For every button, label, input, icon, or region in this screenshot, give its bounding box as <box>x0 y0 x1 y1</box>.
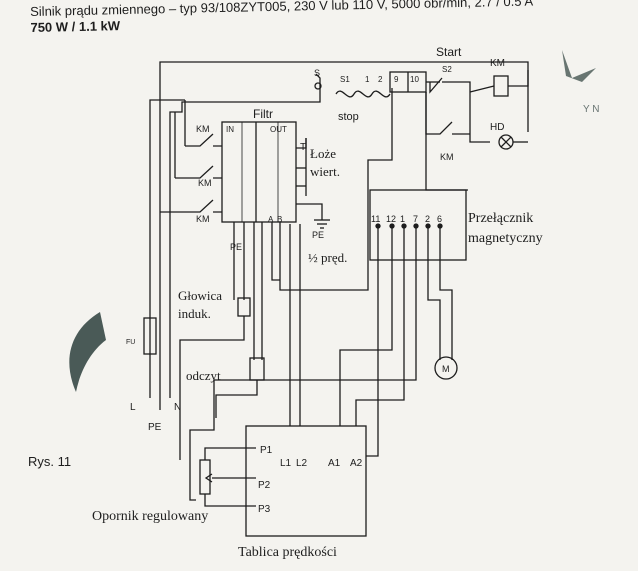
label-l1: L1 <box>280 458 292 469</box>
switch-contact-icon <box>175 165 222 179</box>
label-t1: 1 <box>400 214 405 224</box>
label-hd: HD <box>490 122 504 133</box>
wire <box>204 494 256 507</box>
label-t: T <box>300 142 306 153</box>
wire <box>355 224 405 418</box>
label-tablica: Tablica prędkości <box>238 545 337 560</box>
potentiometer-icon <box>199 459 218 495</box>
label-fu: FU <box>126 339 135 346</box>
stop-switch-coil-icon <box>335 90 391 98</box>
glowica-box <box>237 297 251 317</box>
wire <box>425 92 468 191</box>
line-PE <box>159 61 529 410</box>
lamp-icon <box>498 134 514 150</box>
odczyt-box <box>249 357 265 381</box>
label-p1: P1 <box>260 445 273 456</box>
label-km-1: KM <box>196 124 210 134</box>
label-in: IN <box>226 125 234 134</box>
wire <box>469 92 490 143</box>
wire <box>214 224 417 381</box>
switch-contact-icon <box>425 92 470 135</box>
terminal <box>314 82 322 90</box>
wire <box>279 88 393 291</box>
corner-logo-icon <box>562 50 596 82</box>
label-n10: 10 <box>410 75 419 84</box>
label-glowica-2: induk. <box>178 306 211 321</box>
switch-contact-icon <box>315 73 321 92</box>
label-t11: 11 <box>371 214 380 224</box>
magnetic-switch-box <box>369 189 467 261</box>
label-s: S <box>314 68 320 78</box>
label-s1: S1 <box>340 75 350 84</box>
wire <box>442 81 471 92</box>
label-a2: A2 <box>350 458 363 469</box>
corner-logo-text: Y N <box>583 104 600 115</box>
label-n9: 9 <box>394 75 399 84</box>
coil-icon <box>493 75 509 97</box>
fuse-icon <box>143 317 157 355</box>
terminal-dots <box>375 223 443 229</box>
label-l: L <box>130 402 136 413</box>
label-p2: P2 <box>258 480 271 491</box>
wire <box>427 224 441 360</box>
label-out: OUT <box>270 125 287 134</box>
label-half-speed: ½ pręd. <box>308 250 347 265</box>
wire <box>366 224 379 457</box>
label-pe-main: PE <box>148 422 162 433</box>
label-pe-filter: PE <box>230 242 242 252</box>
label-stop: stop <box>338 111 359 123</box>
wire <box>271 222 280 281</box>
label-filtr: Filtr <box>253 107 273 121</box>
switch-contact-icon <box>429 77 443 94</box>
label-n: N <box>174 402 181 413</box>
label-s2: S2 <box>442 65 452 74</box>
switch-contact-icon <box>185 133 222 147</box>
wire <box>296 203 323 220</box>
label-n2: 2 <box>378 75 383 84</box>
label-motor: M <box>442 364 450 374</box>
label-pe-ground: PE <box>312 230 324 240</box>
wire <box>469 70 529 93</box>
label-t12: 12 <box>386 214 396 224</box>
label-wiert: wiert. <box>310 164 340 179</box>
wire <box>189 380 215 501</box>
label-km-3: KM <box>196 214 210 224</box>
label-b: B <box>277 215 282 224</box>
filter-box <box>221 121 297 223</box>
label-n1: 1 <box>365 75 370 84</box>
wire <box>204 447 256 460</box>
label-p3: P3 <box>258 504 271 515</box>
label-km-2: KM <box>198 178 212 188</box>
label-km-contact: KM <box>440 152 454 162</box>
label-przelacznik-2: magnetyczny <box>468 231 543 246</box>
label-loze: Łoże <box>310 146 336 161</box>
switch-contact-icon <box>160 199 222 213</box>
wire <box>179 316 245 460</box>
label-km-coil: KM <box>490 58 505 69</box>
label-l2: L2 <box>296 458 308 469</box>
label-opornik: Opornik regulowany <box>92 509 208 524</box>
wire <box>439 224 453 360</box>
logo-mark-icon <box>69 312 106 392</box>
label-start: Start <box>436 45 462 59</box>
line-N <box>169 92 321 398</box>
label-t2: 2 <box>425 214 430 224</box>
label-a: A <box>268 215 274 224</box>
figure-label: Rys. 11 <box>28 454 71 469</box>
motor-icon <box>434 356 458 380</box>
label-przelacznik-1: Przełącznik <box>468 211 533 226</box>
label-glowica-1: Głowica <box>178 288 222 303</box>
label-odczyt: odczyt <box>186 368 221 383</box>
label-t7: 7 <box>413 214 418 224</box>
speed-table-box <box>245 425 367 537</box>
ground-icon <box>314 219 330 229</box>
wire <box>215 380 258 418</box>
label-t6: 6 <box>437 214 442 224</box>
wire <box>339 224 393 418</box>
label-a1: A1 <box>328 458 341 469</box>
line-L <box>149 99 185 398</box>
